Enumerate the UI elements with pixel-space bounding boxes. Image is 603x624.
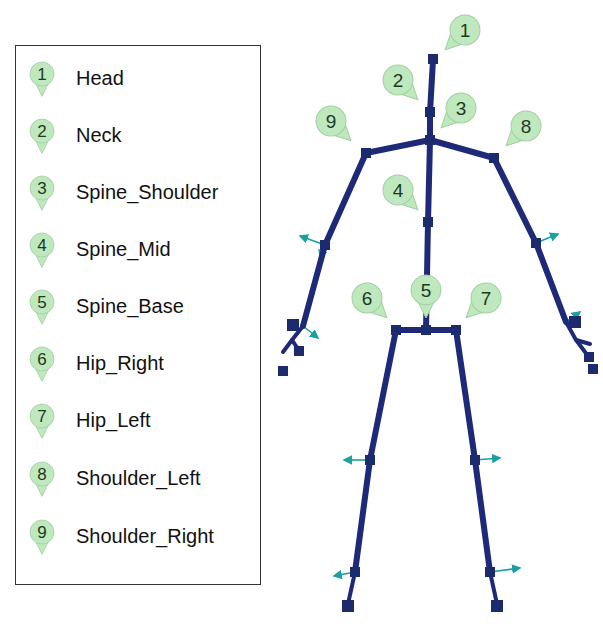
- callout-number: 1: [450, 21, 480, 40]
- callout-number: 3: [446, 99, 476, 118]
- legend-text: Neck: [76, 124, 122, 146]
- callout-number: 9: [316, 112, 346, 131]
- callout-number: 7: [471, 289, 501, 308]
- callout-number: 8: [511, 117, 541, 136]
- skeleton-bones: [303, 60, 566, 572]
- legend-text: Shoulder_Right: [76, 525, 214, 547]
- callout-number: 2: [27, 123, 57, 140]
- hands-feet: [283, 322, 590, 604]
- legend-text: Spine_Mid: [76, 238, 171, 260]
- callout-number: 2: [383, 71, 413, 90]
- callout-pins: [310, 9, 547, 329]
- legend-text: Hip_Right: [76, 352, 164, 374]
- callout-number: 4: [383, 181, 413, 200]
- legend-text: Head: [76, 67, 124, 89]
- legend-text: Spine_Base: [76, 295, 184, 317]
- legend-text: Spine_Shoulder: [76, 181, 218, 203]
- joint-axes: [300, 234, 580, 576]
- joints: [278, 54, 598, 612]
- callout-number: 3: [27, 180, 57, 197]
- callout-number: 4: [27, 237, 57, 254]
- callout-number: 5: [27, 294, 57, 311]
- legend-text: Hip_Left: [76, 409, 151, 431]
- legend-text: Shoulder_Left: [76, 467, 201, 489]
- callout-number: 8: [27, 466, 57, 483]
- callout-number: 6: [352, 289, 382, 308]
- callout-number: 5: [411, 281, 441, 300]
- callout-number: 7: [27, 408, 57, 425]
- callout-number: 9: [27, 524, 57, 541]
- callout-number: 6: [27, 351, 57, 368]
- callout-number: 1: [27, 66, 57, 83]
